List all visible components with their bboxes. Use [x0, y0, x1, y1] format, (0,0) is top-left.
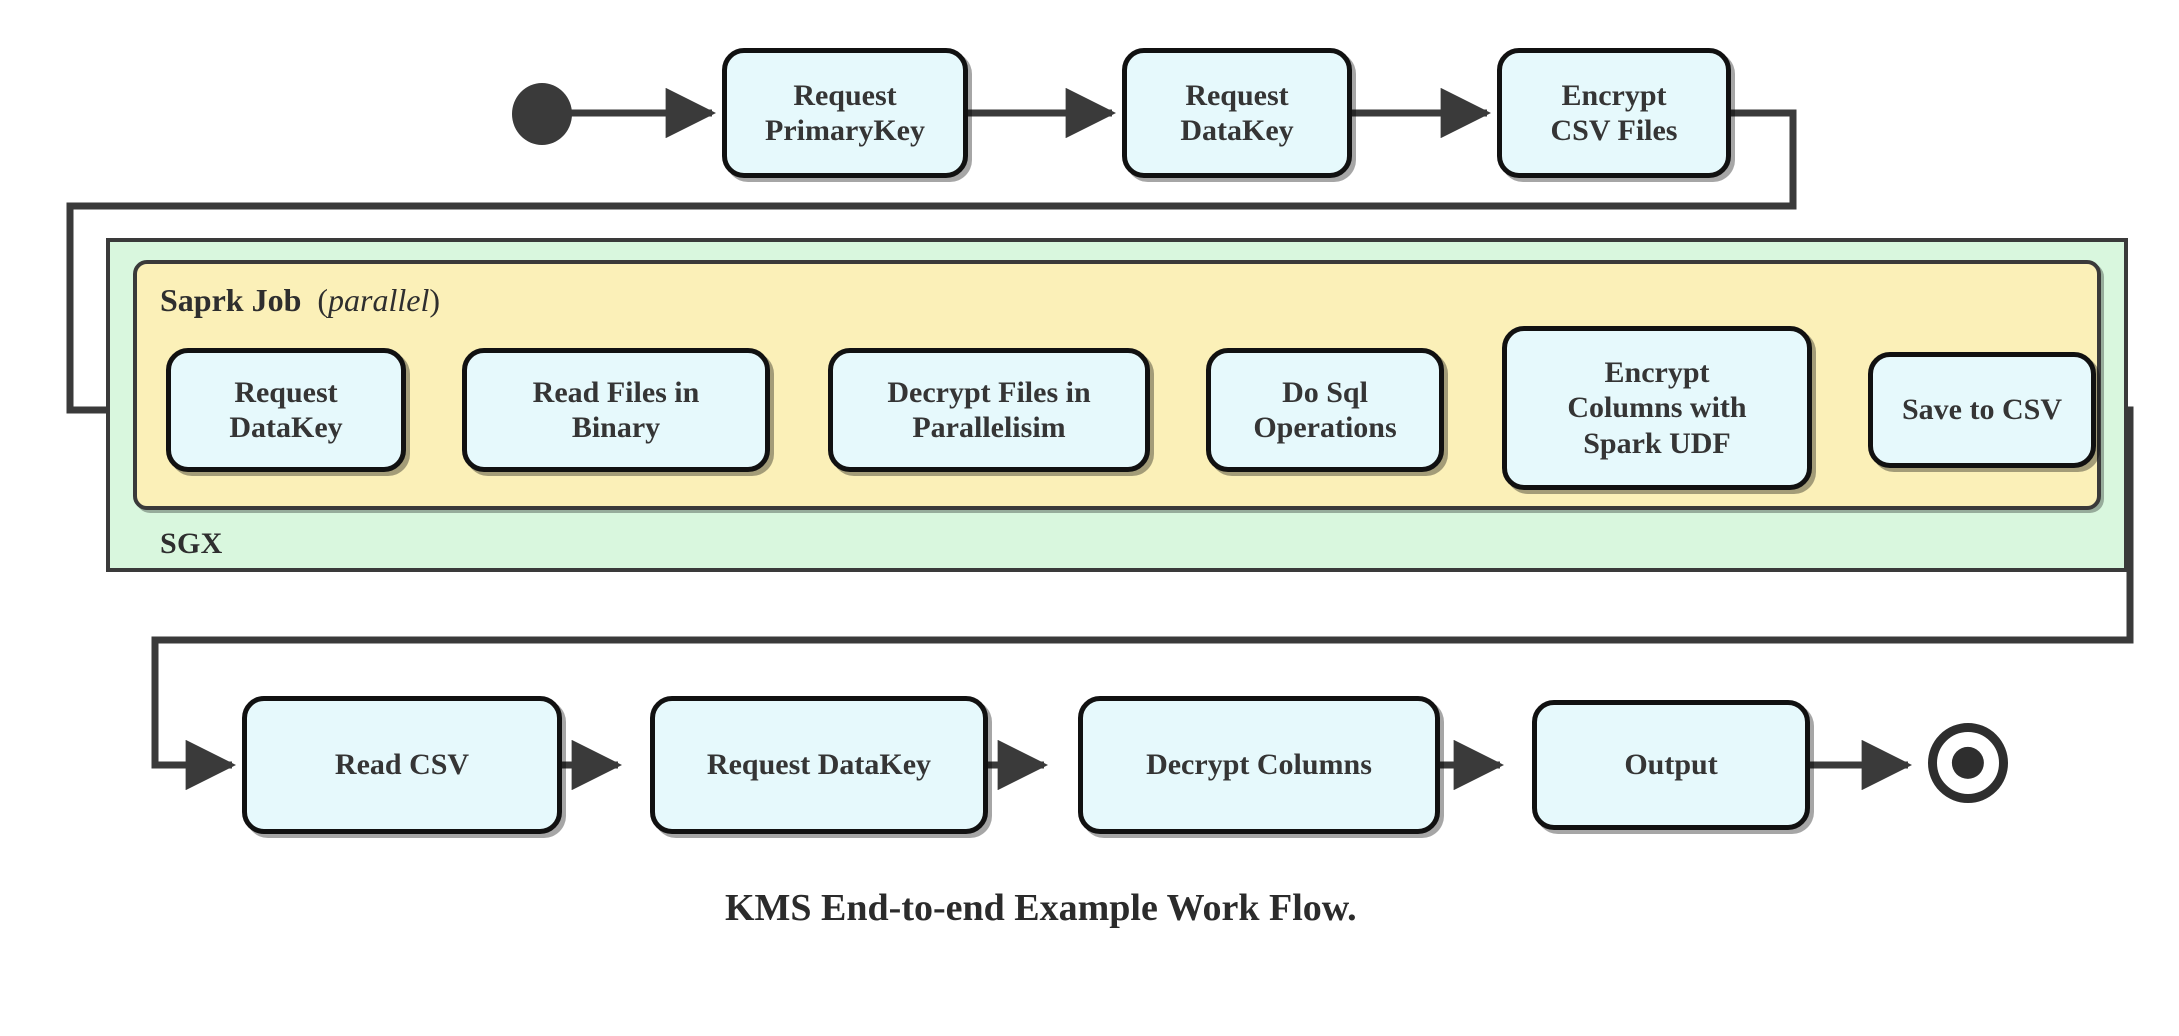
node-line-1: Read CSV: [334, 748, 470, 782]
node-line-1: Request: [793, 78, 897, 112]
end-node: [1928, 723, 2008, 803]
node-do-sql-operations[interactable]: Do Sql Operations: [1206, 348, 1444, 472]
node-encrypt-csv-files[interactable]: Encrypt CSV Files: [1497, 48, 1731, 178]
end-node-core: [1951, 746, 1985, 780]
node-line-1: Decrypt Columns: [1146, 748, 1372, 782]
spark-job-title: Saprk Job: [160, 282, 302, 318]
node-line-2: Columns with: [1567, 391, 1747, 425]
node-read-csv[interactable]: Read CSV: [242, 696, 562, 834]
node-line-1: Encrypt: [1561, 78, 1667, 112]
node-line-2: Binary: [571, 411, 661, 444]
node-decrypt-columns[interactable]: Decrypt Columns: [1078, 696, 1440, 834]
spark-job-modifier: parallel: [328, 282, 430, 318]
node-line-1: Request DataKey: [706, 748, 932, 782]
node-line-2: DataKey: [229, 411, 343, 444]
node-request-datakey-top[interactable]: Request DataKey: [1122, 48, 1352, 178]
node-request-primarykey[interactable]: Request PrimaryKey: [722, 48, 968, 178]
node-read-files-in-binary[interactable]: Read Files in Binary: [462, 348, 770, 472]
node-line-2: CSV Files: [1550, 114, 1678, 147]
node-decrypt-files-in-parallelisim[interactable]: Decrypt Files in Parallelisim: [828, 348, 1150, 472]
node-line-1: Request: [234, 375, 338, 409]
node-line-2: PrimaryKey: [765, 114, 925, 147]
node-line-1: Decrypt Files in: [887, 375, 1091, 409]
node-encrypt-columns-with-spark-udf[interactable]: Encrypt Columns with Spark UDF: [1502, 326, 1812, 490]
node-line-2: Parallelisim: [912, 411, 1066, 444]
node-line-1: Encrypt: [1604, 355, 1710, 389]
spark-job-label: Saprk Job (parallel): [160, 282, 440, 319]
start-node: [512, 83, 572, 145]
node-line-1: Request: [1185, 78, 1289, 112]
node-line-3: Spark UDF: [1583, 426, 1731, 460]
node-line-2: DataKey: [1180, 114, 1294, 147]
node-line-1: Output: [1624, 748, 1718, 782]
node-request-datakey-spark[interactable]: Request DataKey: [166, 348, 406, 472]
spark-paren-open: (: [317, 282, 329, 318]
node-output[interactable]: Output: [1532, 700, 1810, 830]
spark-paren-close: ): [429, 282, 441, 318]
sgx-label: SGX: [160, 527, 223, 560]
node-line-1: Save to CSV: [1901, 393, 2062, 427]
node-line-2: Operations: [1253, 411, 1397, 444]
node-line-1: Do Sql: [1282, 375, 1368, 409]
diagram-caption: KMS End-to-end Example Work Flow.: [725, 887, 1357, 929]
node-save-to-csv[interactable]: Save to CSV: [1868, 352, 2096, 468]
node-request-datakey-bottom[interactable]: Request DataKey: [650, 696, 988, 834]
node-line-1: Read Files in: [532, 375, 700, 409]
